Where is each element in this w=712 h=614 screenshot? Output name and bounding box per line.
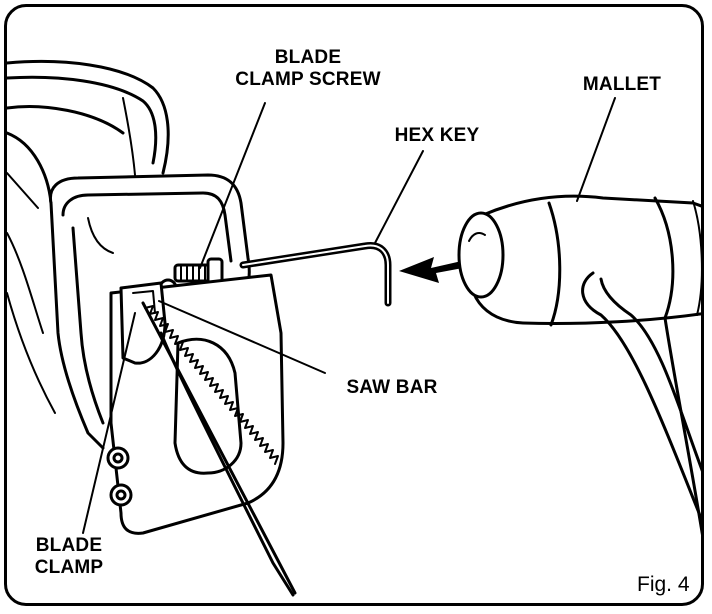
mallet — [457, 194, 701, 536]
callout-blade-clamp: BLADE CLAMP — [34, 535, 104, 578]
figure-number: Fig. 4 — [637, 573, 690, 596]
callout-hex-key: HEX KEY — [394, 125, 480, 146]
callout-blade-clamp-screw: BLADE CLAMP SCREW — [235, 47, 381, 90]
saw-body — [7, 60, 170, 414]
callout-leaders — [82, 97, 616, 534]
blade-clamp — [119, 281, 167, 365]
saw-blade — [141, 301, 297, 597]
callout-mallet: MALLET — [582, 74, 662, 95]
callout-saw-bar: SAW BAR — [346, 377, 438, 398]
figure-frame: BLADE CLAMP SCREW HEX KEY MALLET SAW BAR… — [4, 4, 704, 606]
reciprocating-saw-illustration — [7, 60, 701, 597]
hex-key — [239, 241, 392, 307]
